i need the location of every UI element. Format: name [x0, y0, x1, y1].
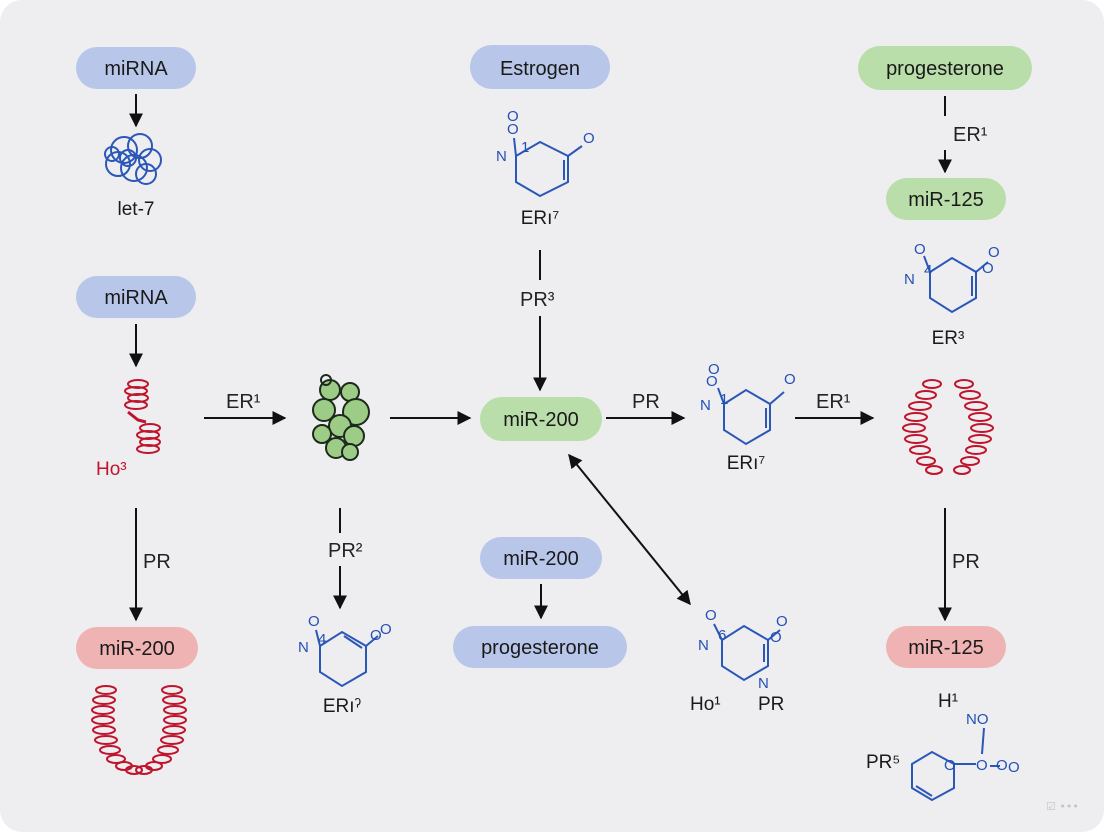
label-pr2: PR²: [328, 540, 363, 562]
label-pr-center: PR: [632, 391, 660, 413]
helix-u-shape-icon: [91, 685, 187, 775]
label-pr-right: PR: [952, 551, 980, 573]
svg-text:N: N: [698, 637, 709, 654]
svg-text:4: 4: [924, 262, 932, 279]
label-er-estrogen-mol: ERı⁷: [521, 208, 560, 229]
svg-text:NO: NO: [966, 711, 989, 728]
node-progesterone-top: progesterone: [858, 46, 1032, 90]
svg-text:N: N: [904, 271, 915, 288]
label-er-center-mol: ERı⁷: [727, 453, 766, 474]
label-er1-center-right: ER¹: [816, 391, 851, 413]
svg-text:miR-200: miR-200: [503, 548, 579, 570]
estrogen-molecule-icon: O O N 1 O: [496, 108, 595, 198]
svg-text:O: O: [507, 121, 519, 138]
svg-text:miR-200: miR-200: [503, 409, 579, 431]
label-pr3: PR³: [520, 289, 555, 311]
label-pr-left: PR: [143, 551, 171, 573]
svg-text:N: N: [758, 675, 769, 692]
svg-text:O: O: [705, 607, 717, 624]
svg-text:miR-125: miR-125: [908, 189, 984, 211]
svg-text:O: O: [982, 260, 994, 277]
svg-text:O: O: [507, 108, 519, 125]
pyran-molecule-icon: O NO O O O: [911, 711, 1020, 802]
watermark-icon: ☑ •••: [1046, 800, 1079, 813]
svg-text:1: 1: [720, 391, 728, 408]
green-bead-cluster-icon: [312, 374, 370, 461]
node-mir200-left: miR-200: [76, 627, 198, 669]
svg-text:1: 1: [521, 139, 529, 156]
label-er1-left: ER¹: [226, 391, 261, 413]
ring-n-molecule-icon: O O N 6 O N: [698, 607, 788, 692]
svg-text:N: N: [298, 639, 309, 656]
label-ho3: Ho³: [96, 459, 127, 480]
label-let7: let-7: [118, 199, 155, 220]
label-pr5: PR⁵: [866, 752, 900, 773]
svg-text:O: O: [784, 371, 796, 388]
svg-text:Estrogen: Estrogen: [500, 58, 580, 80]
svg-text:O: O: [370, 627, 382, 644]
right-molecule-icon: O O N 4 O: [904, 241, 1000, 314]
svg-text:O: O: [380, 621, 392, 638]
svg-text:O: O: [776, 613, 788, 630]
let7-coil-icon: [104, 133, 162, 185]
node-mir200-bottom: miR-200: [480, 537, 602, 579]
svg-text:O: O: [308, 613, 320, 630]
svg-text:N: N: [700, 397, 711, 414]
svg-text:O: O: [976, 757, 988, 774]
svg-text:miR-200: miR-200: [99, 638, 175, 660]
center-right-molecule-icon: O O N 1 O: [700, 361, 796, 446]
svg-text:O: O: [914, 241, 926, 258]
svg-text:4: 4: [318, 631, 326, 648]
label-pr-bottom-mol: PR: [758, 694, 784, 715]
label-ho1: Ho¹: [690, 694, 721, 715]
helix-pair-right-icon: [902, 379, 994, 475]
svg-text:O: O: [708, 361, 720, 378]
node-mirna-top: miRNA: [76, 47, 196, 89]
svg-text:miR-125: miR-125: [908, 637, 984, 659]
svg-text:O: O: [770, 629, 782, 646]
node-progesterone-bottom: progesterone: [453, 626, 627, 668]
svg-text:O: O: [583, 130, 595, 147]
svg-text:O: O: [988, 244, 1000, 261]
node-mir125-bottom: miR-125: [886, 626, 1006, 668]
svg-text:O: O: [996, 757, 1008, 774]
node-estrogen: Estrogen: [470, 45, 610, 89]
bottom-molecule-icon: O O N 4 O: [298, 613, 392, 688]
helix-ho3-icon: [124, 379, 161, 454]
svg-text:O: O: [1008, 759, 1020, 776]
node-mir125-top: miR-125: [886, 178, 1006, 220]
label-er1-top: ER¹: [953, 124, 988, 146]
label-h1: H¹: [938, 691, 958, 712]
svg-text:6: 6: [718, 627, 726, 644]
svg-text:N: N: [496, 148, 507, 165]
arrow-bidirectional-mir200-mol: [568, 453, 691, 606]
label-er-bottom-mol: ERıˀ: [323, 696, 362, 717]
svg-text:progesterone: progesterone: [886, 58, 1004, 80]
svg-text:miRNA: miRNA: [104, 287, 168, 309]
svg-text:progesterone: progesterone: [481, 637, 599, 659]
svg-text:miRNA: miRNA: [104, 58, 168, 80]
node-mir200-center: miR-200: [480, 397, 602, 441]
svg-text:O: O: [706, 373, 718, 390]
node-mirna-mid: miRNA: [76, 276, 196, 318]
svg-text:O: O: [944, 757, 956, 774]
label-er3: ER³: [932, 328, 965, 349]
